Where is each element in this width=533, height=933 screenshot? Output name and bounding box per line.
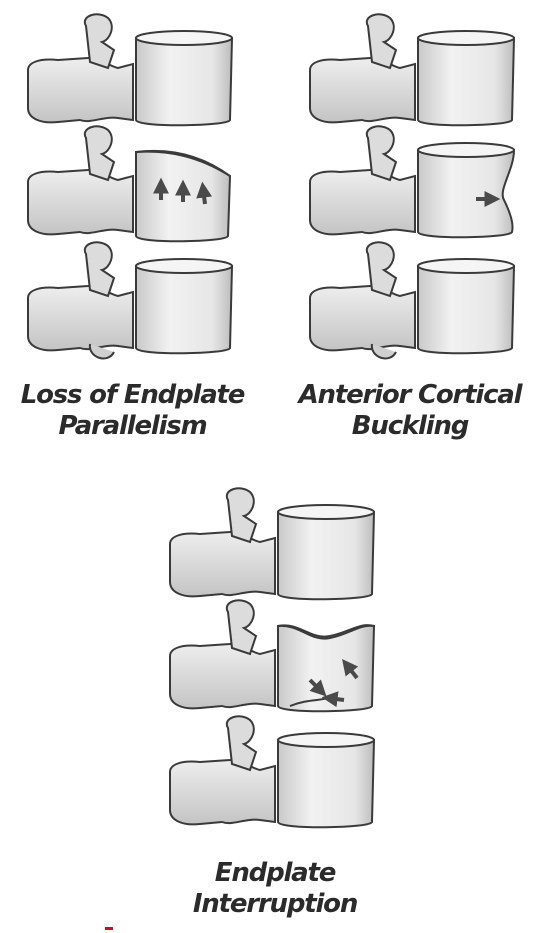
- vertebra-middle-wedged: [28, 126, 230, 241]
- spine-illustration-buckling: [300, 8, 530, 363]
- spine-illustration-parallelism: [18, 8, 248, 363]
- caption-line: Loss of Endplate: [10, 380, 255, 411]
- caption-line: Buckling: [290, 411, 530, 442]
- caption-loss-of-endplate-parallelism: Loss of Endplate Parallelism: [10, 380, 255, 442]
- vertebra-upper: [310, 14, 514, 125]
- vertebra-lower: [28, 242, 232, 358]
- caption-line: Interruption: [175, 889, 375, 920]
- caption-endplate-interruption: Endplate Interruption: [175, 858, 375, 920]
- vertebra-middle-interrupted: [170, 600, 374, 711]
- arrow-icon: [203, 188, 205, 204]
- panel-anterior-cortical-buckling: [300, 8, 530, 363]
- panel-loss-of-endplate-parallelism: [18, 8, 248, 363]
- vertebra-upper: [170, 488, 374, 599]
- spine-illustration-interruption: [160, 482, 390, 837]
- arrow-icon: [328, 698, 344, 700]
- caption-line: Parallelism: [10, 411, 255, 442]
- caption-line: Endplate: [175, 858, 375, 889]
- panel-endplate-interruption: [160, 482, 390, 837]
- caption-line: Anterior Cortical: [290, 380, 530, 411]
- vertebra-upper: [28, 14, 232, 125]
- vertebra-middle-buckled: [310, 126, 514, 237]
- caption-anterior-cortical-buckling: Anterior Cortical Buckling: [290, 380, 530, 442]
- vertebra-lower: [170, 716, 374, 827]
- vertebra-lower: [310, 242, 514, 358]
- accent-mark: [105, 927, 113, 930]
